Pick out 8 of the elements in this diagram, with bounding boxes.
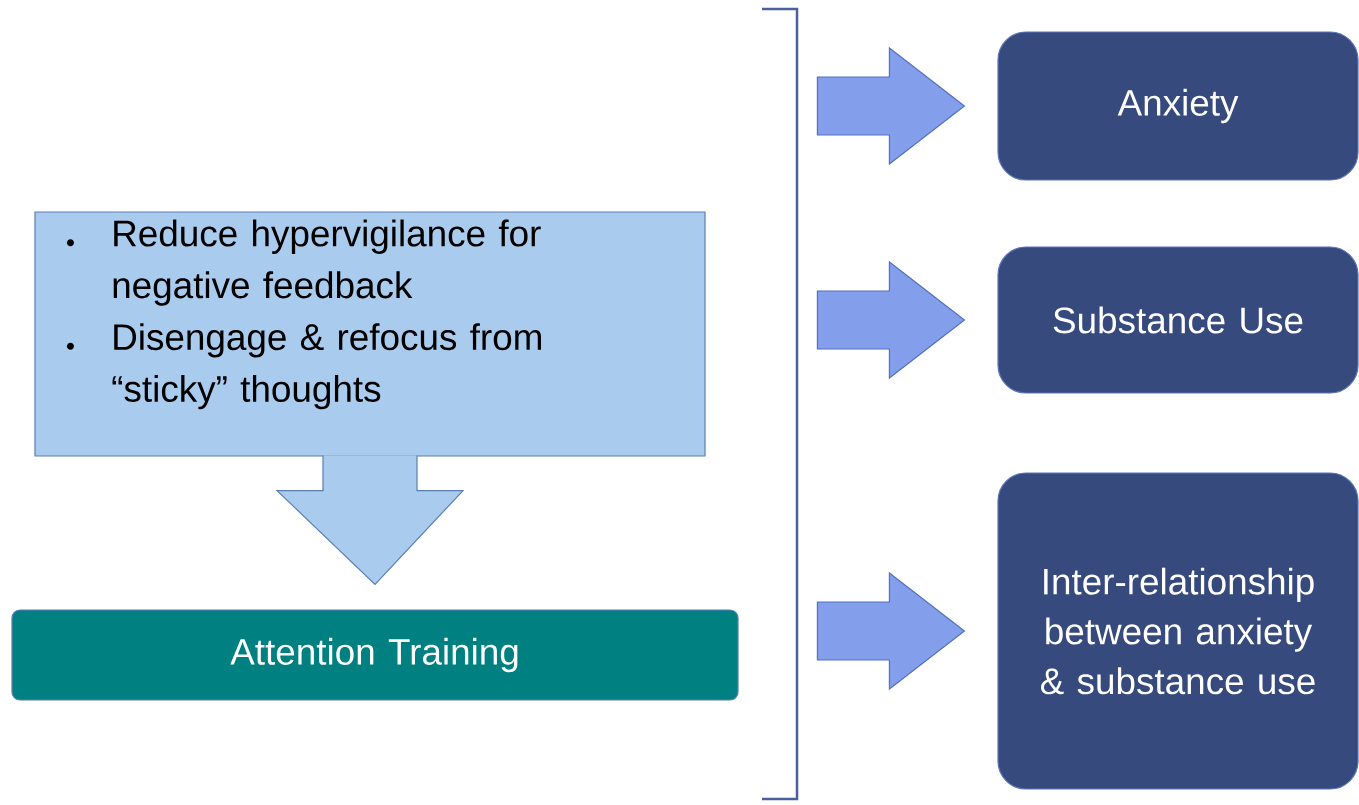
outcome-box: Substance Use [997,246,1359,394]
block-arrow [275,455,465,586]
outcome-box: Inter-relationship between anxiety & substance use [997,472,1359,790]
bullet-text: Reduce hypervigilance for negative feedback [113,219,541,306]
bullet-text: Disengage & refocus from “sticky” thoughts [112,323,541,410]
callout-box [34,211,706,457]
process-box: Attention Training [11,609,739,701]
outcome-box: Anxiety [997,31,1359,181]
